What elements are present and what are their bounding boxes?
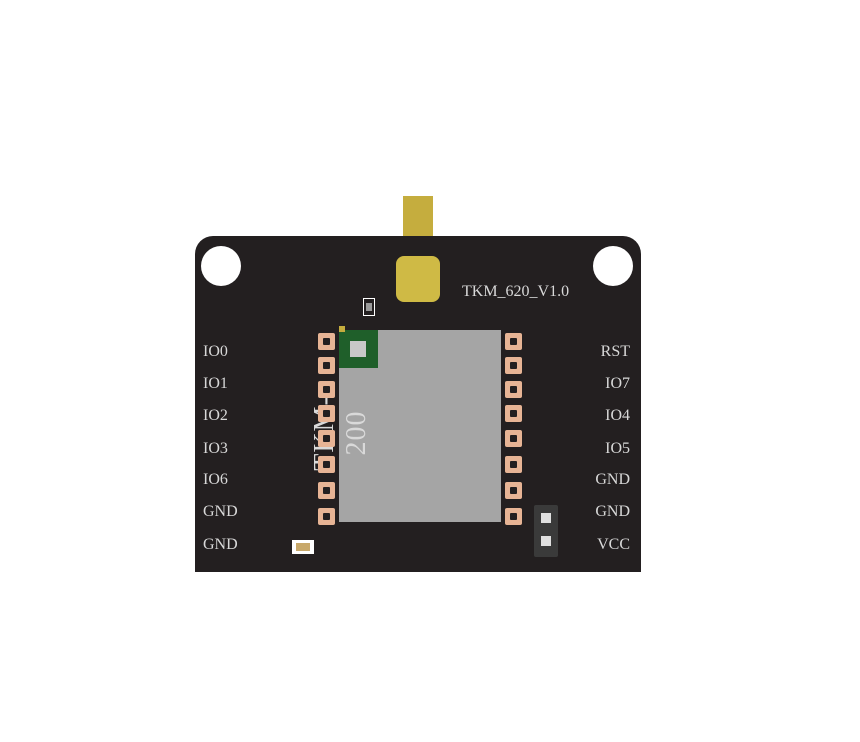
left-pin-label: IO6 [203, 471, 228, 488]
left-pin-label: IO1 [203, 375, 228, 392]
smd-component-bottom [292, 540, 314, 554]
right-pin-label: VCC [597, 536, 630, 553]
left-pin-label: IO0 [203, 343, 228, 360]
left-pin-label: IO3 [203, 440, 228, 457]
right-pad [505, 456, 522, 473]
left-pad [318, 381, 335, 398]
left-pin-label: IO2 [203, 407, 228, 424]
module-pad-inner [350, 341, 366, 357]
left-pad [318, 405, 335, 422]
right-pad [505, 381, 522, 398]
antenna-connector [396, 256, 440, 302]
right-pad [505, 508, 522, 525]
right-pad [505, 333, 522, 350]
right-pin-label: GND [595, 471, 630, 488]
left-pin-label: GND [203, 503, 238, 520]
version-label: TKM_620_V1.0 [462, 283, 570, 300]
right-pad [505, 430, 522, 447]
left-pin-label: GND [203, 536, 238, 553]
left-pad [318, 482, 335, 499]
right-pin-label: GND [595, 503, 630, 520]
right-pin-label: IO5 [605, 440, 630, 457]
right-pad [505, 405, 522, 422]
right-pin-label: IO4 [605, 407, 630, 424]
right-pad [505, 482, 522, 499]
right-pin-label: RST [600, 343, 630, 360]
smd-component-top [363, 298, 375, 316]
left-pad [318, 508, 335, 525]
right-pin-label: IO7 [605, 375, 630, 392]
right-pad [505, 357, 522, 374]
mounting-hole-right [593, 246, 633, 286]
left-pad [318, 456, 335, 473]
left-pad [318, 333, 335, 350]
module-pin1-marker [339, 326, 345, 332]
left-pad [318, 430, 335, 447]
left-pad [318, 357, 335, 374]
header-pin [541, 536, 551, 546]
header-pin [541, 513, 551, 523]
mounting-hole-left [201, 246, 241, 286]
